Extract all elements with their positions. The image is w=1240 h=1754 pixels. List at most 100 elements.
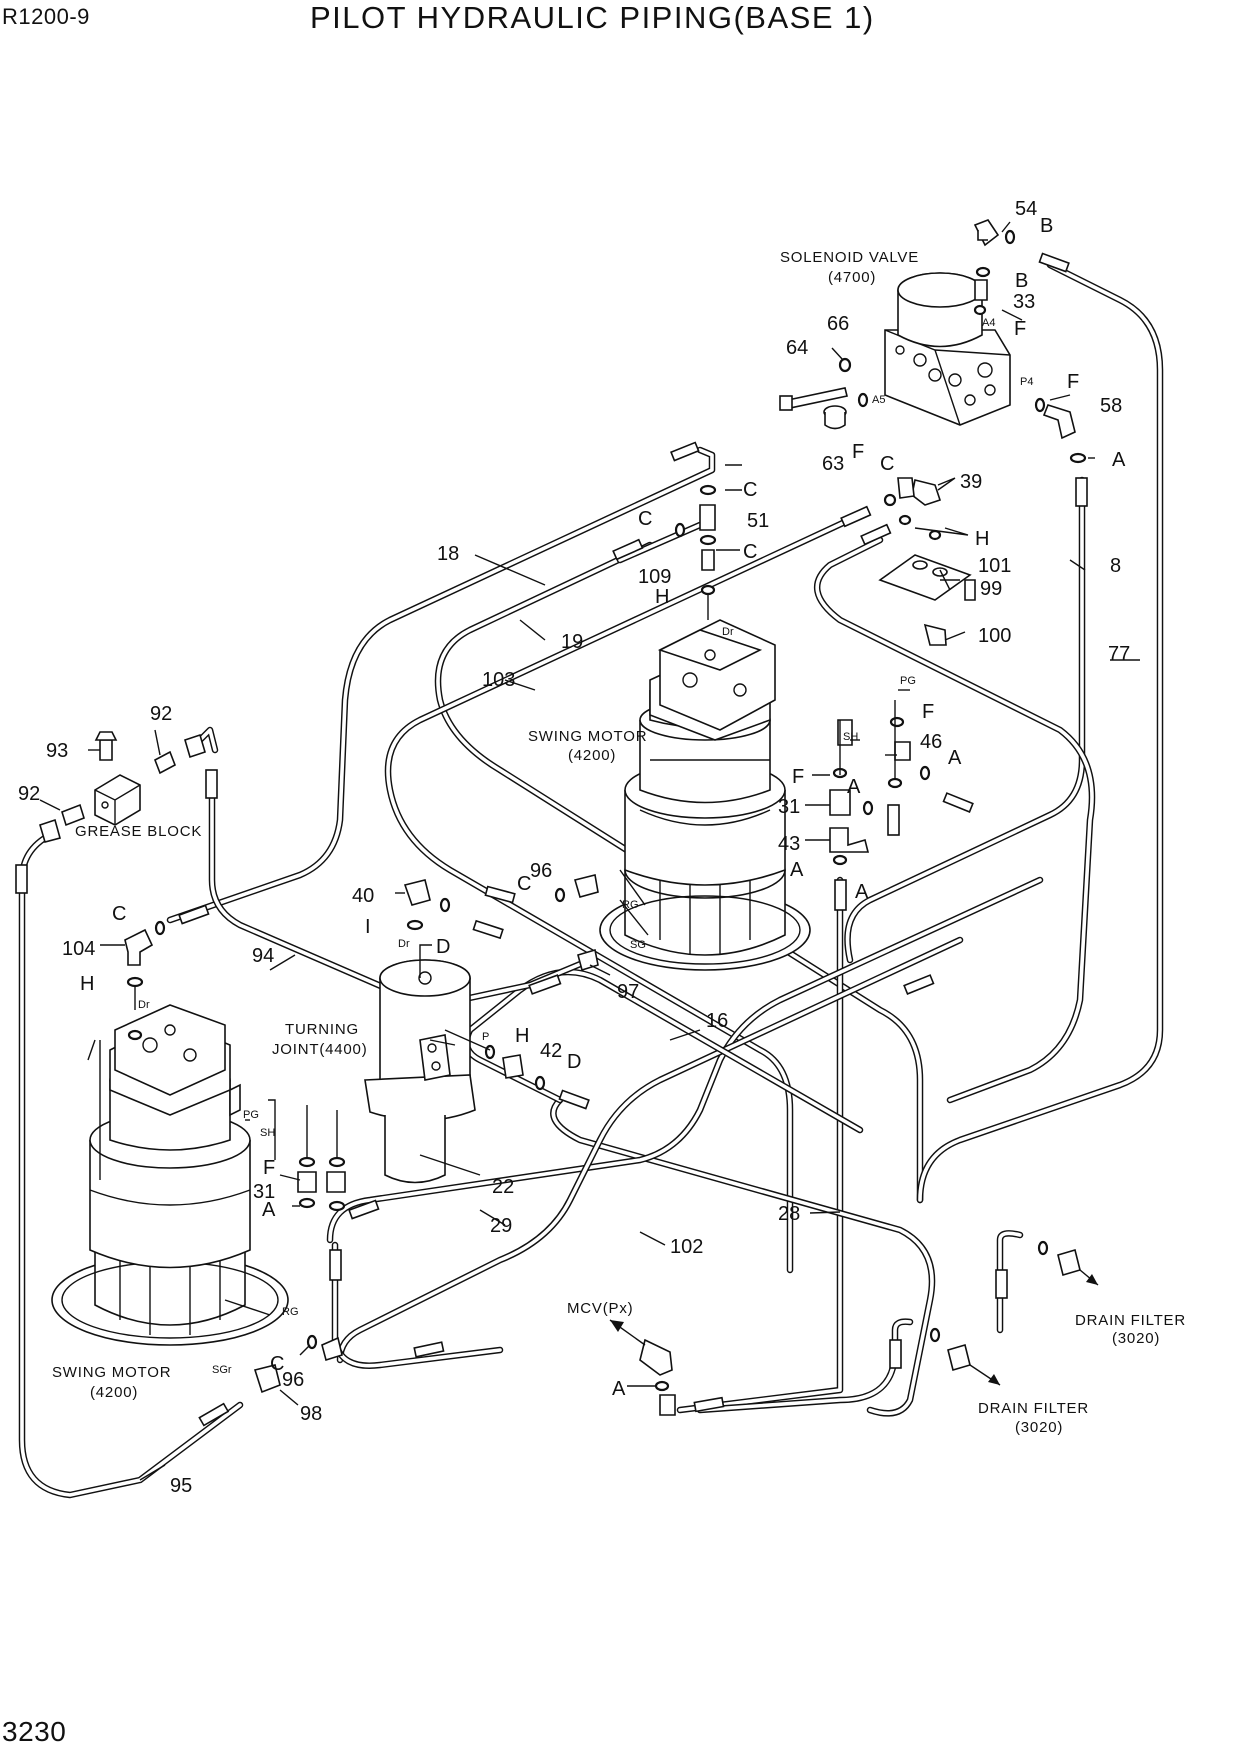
port-label: SGr (212, 1364, 232, 1376)
callout-103: 103 (482, 669, 515, 691)
callout-46: 46 (920, 731, 942, 753)
callout-16: 16 (706, 1010, 728, 1032)
callout-98: 98 (300, 1403, 322, 1425)
callout-96b: 96 (282, 1369, 304, 1391)
left-fittings (124, 920, 166, 1010)
callout-100: 100 (978, 625, 1011, 647)
hose-right-loop (813, 536, 1096, 1104)
hose-group (18, 261, 1164, 1499)
hose-94 (208, 771, 394, 994)
callout-31b: 31 (253, 1181, 275, 1203)
callout-22: 22 (492, 1176, 514, 1198)
callout-18: 18 (437, 543, 459, 565)
port-label: SH (843, 731, 858, 743)
callout-a6: A (262, 1199, 276, 1221)
callout-39: 39 (960, 471, 982, 493)
callout-a5: A (855, 881, 869, 903)
port-label: P (482, 1031, 489, 1043)
drain-filter-fittings (929, 1240, 1081, 1372)
callout-43: 43 (778, 833, 800, 855)
callout-54: 54 (1015, 198, 1037, 220)
swing-motor-upper-code: (4200) (568, 747, 616, 764)
callout-33: 33 (1013, 291, 1035, 313)
port-label: A4 (982, 317, 995, 329)
callout-99: 99 (980, 578, 1002, 600)
turning-joint-label-line1: TURNING (285, 1021, 359, 1038)
callout-b1: B (1040, 215, 1053, 237)
callout-104: 104 (62, 938, 95, 960)
callout-58: 58 (1100, 395, 1122, 417)
mcv-label: MCV(Px) (567, 1300, 633, 1317)
callout-f5: F (792, 766, 804, 788)
page-title: PILOT HYDRAULIC PIPING(BASE 1) (310, 0, 875, 35)
callout-h1: H (975, 528, 989, 550)
callout-19: 19 (561, 631, 583, 653)
callout-h2: H (655, 586, 669, 608)
swing-motor-lower-code: (4200) (90, 1384, 138, 1401)
drain-filter-upper-code: (3020) (1112, 1330, 1160, 1347)
swing-motor-lower-label: SWING MOTOR (52, 1364, 171, 1381)
drain-filter-lower-code: (3020) (1015, 1419, 1063, 1436)
callout-96a: 96 (530, 860, 552, 882)
drain-filter-upper-label: DRAIN FILTER (1075, 1312, 1186, 1329)
callout-42: 42 (540, 1040, 562, 1062)
callout-a2: A (948, 747, 962, 769)
callout-c2: C (638, 508, 652, 530)
bracket-assembly (878, 477, 976, 646)
callout-f4: F (922, 701, 934, 723)
port-label: PG (243, 1109, 259, 1121)
callout-a3: A (847, 776, 861, 798)
callout-f6: F (263, 1157, 275, 1179)
drain-filter-lower-label: DRAIN FILTER (978, 1400, 1089, 1417)
callout-97: 97 (617, 981, 639, 1003)
callout-c7: C (270, 1353, 284, 1375)
callout-c5: C (517, 873, 531, 895)
component-labels: SOLENOID VALVE (4700) SWING MOTOR (4200)… (52, 249, 1186, 1436)
callout-93: 93 (46, 740, 68, 762)
solenoid-valve-label: SOLENOID VALVE (780, 249, 919, 266)
callout-a1: A (1112, 449, 1126, 471)
port-label: Dr (722, 626, 734, 638)
arrowheads (610, 1274, 1098, 1385)
solenoid-valve-assembly (779, 219, 1087, 464)
port-label: RG (282, 1306, 299, 1318)
model-number: R1200-9 (2, 4, 90, 29)
port-label: SG (630, 939, 646, 951)
port-label: P4 (1020, 376, 1033, 388)
port-label: SH (260, 1127, 275, 1139)
callout-28: 28 (778, 1203, 800, 1225)
callout-h4: H (515, 1025, 529, 1047)
callout-c4: C (743, 541, 757, 563)
mcv-fittings (639, 1338, 676, 1416)
callout-31a: 31 (778, 796, 800, 818)
callout-40: 40 (352, 885, 374, 907)
port-label: Dr (398, 938, 410, 950)
callout-d2: D (567, 1051, 581, 1073)
callout-h3: H (80, 973, 94, 995)
callout-a4: A (790, 859, 804, 881)
lower-motor-fittings (253, 1105, 346, 1394)
turning-joint-label-line2: JOINT(4400) (272, 1041, 368, 1058)
page-number: 3230 (2, 1716, 67, 1747)
swing-motor-upper (599, 619, 811, 971)
callout-29: 29 (490, 1215, 512, 1237)
port-label: RG (622, 899, 639, 911)
grease-block-assembly (39, 731, 206, 843)
callout-f3: F (852, 441, 864, 463)
callout-8: 8 (1110, 555, 1121, 577)
callout-92b: 92 (18, 783, 40, 805)
leader-lines (39, 221, 1140, 1481)
callout-51: 51 (747, 510, 769, 532)
upper-motor-fittings (554, 484, 931, 972)
callout-b2: B (1015, 270, 1028, 292)
turning-joint-assembly (364, 879, 546, 1184)
callout-101: 101 (978, 555, 1011, 577)
callout-66: 66 (827, 313, 849, 335)
port-label: A5 (872, 394, 885, 406)
callout-f1: F (1014, 318, 1026, 340)
callout-d1: D (436, 936, 450, 958)
callout-c6: C (112, 903, 126, 925)
